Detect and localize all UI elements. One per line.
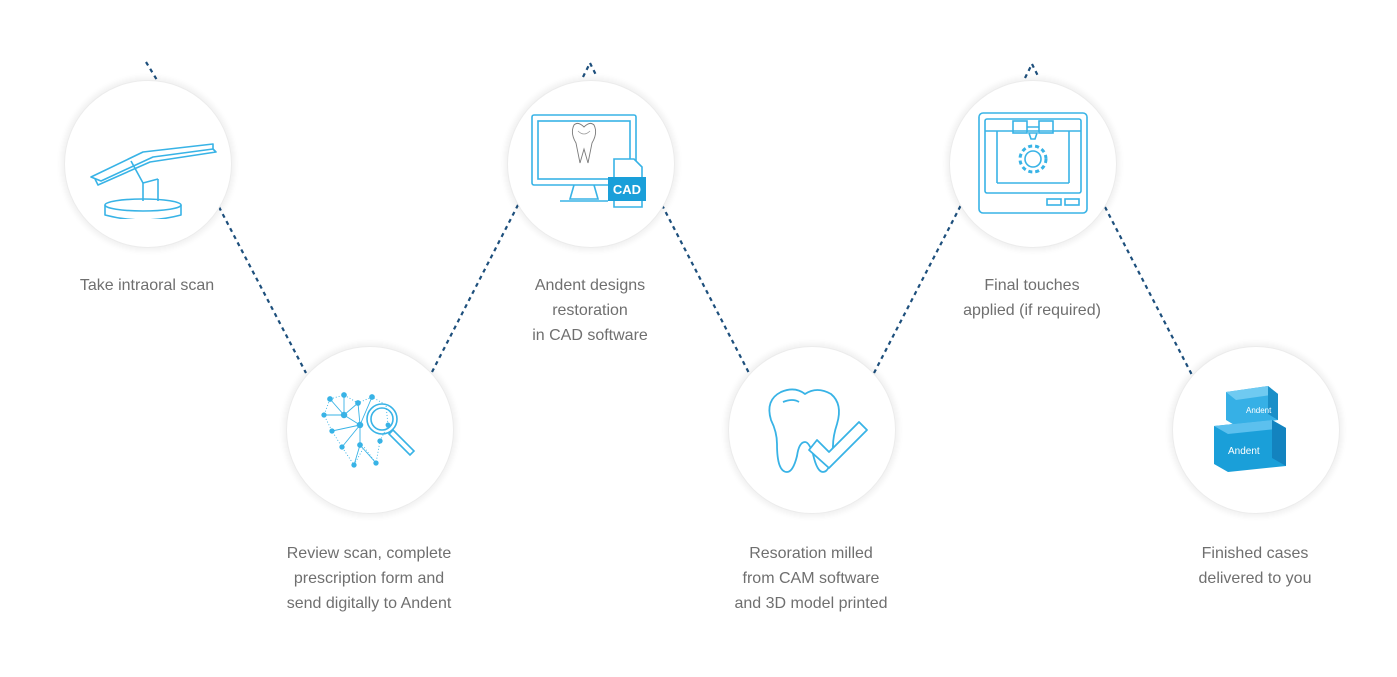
- box-brand-text-front: Andent: [1228, 446, 1260, 457]
- step-2-label: Review scan, complete prescription form …: [286, 545, 452, 612]
- step-3-circle: CAD: [507, 80, 675, 248]
- 3d-printer-icon: [973, 109, 1093, 219]
- cad-badge-text: CAD: [613, 182, 641, 197]
- intraoral-scanner-icon: [73, 109, 223, 219]
- step-3-label: Andent designs restoration in CAD softwa…: [532, 277, 648, 344]
- tooth-check-icon: [747, 380, 877, 480]
- tooth-magnifier-icon: [310, 385, 430, 475]
- step-1-label: Take intraoral scan: [79, 277, 215, 294]
- step-4-label: Resoration milled from CAM software and …: [734, 545, 888, 612]
- connector-line: [1024, 63, 1033, 79]
- step-6-circle: Andent Andent: [1172, 346, 1340, 514]
- step-1-circle: [64, 80, 232, 248]
- step-6-label: Finished cases delivered to you: [1198, 545, 1312, 587]
- step-2-circle: [286, 346, 454, 514]
- connector-line: [1031, 63, 1040, 79]
- andent-boxes-icon: Andent Andent: [1206, 380, 1306, 480]
- connector-line: [589, 62, 598, 78]
- step-4-circle: [728, 346, 896, 514]
- connector-line: [582, 62, 591, 78]
- cad-monitor-icon: CAD: [526, 109, 656, 219]
- connector-line: [145, 61, 158, 81]
- step-5-circle: [949, 80, 1117, 248]
- step-5-label: Final touches applied (if required): [963, 277, 1101, 319]
- box-brand-text: Andent: [1246, 406, 1272, 415]
